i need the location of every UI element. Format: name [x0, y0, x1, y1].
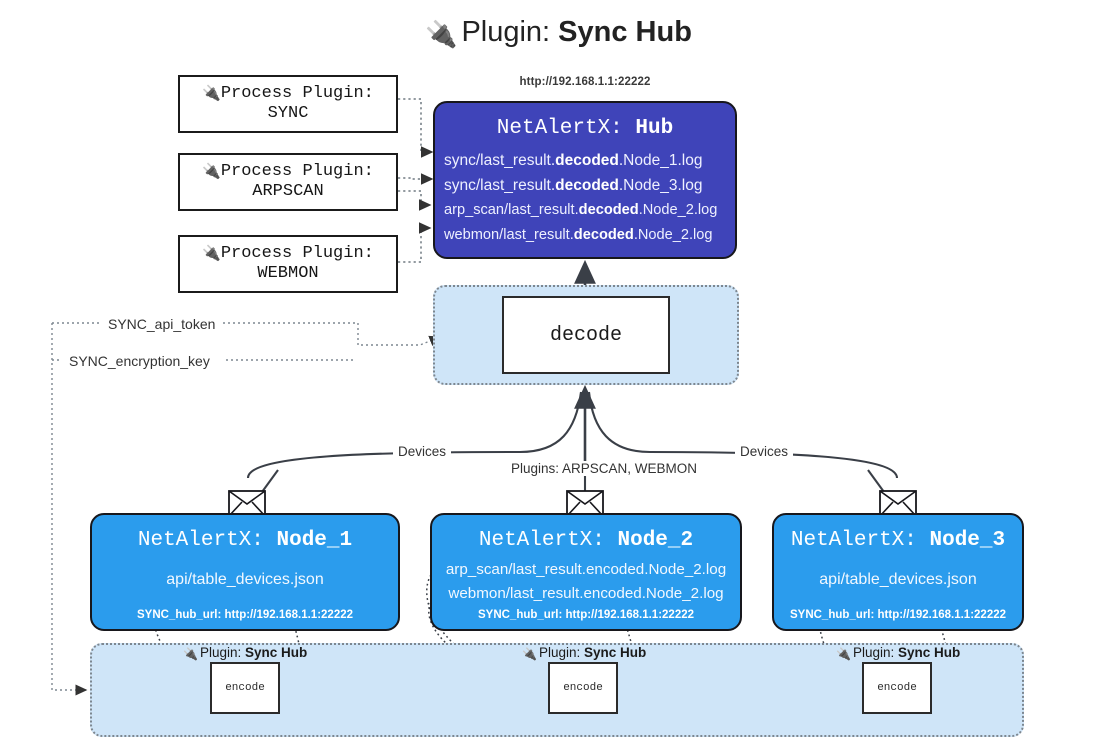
- encode-box-node-2[interactable]: encode: [548, 662, 618, 714]
- hub-title: NetAlertX: Hub: [435, 117, 735, 140]
- node-hub-url: SYNC_hub_url: http://192.168.1.1:22222: [477, 609, 695, 621]
- node-1[interactable]: NetAlertX: Node_1 api/table_devices.json…: [90, 513, 400, 631]
- node-2[interactable]: NetAlertX: Node_2 arp_scan/last_result.e…: [430, 513, 742, 631]
- process-plugin-arpscan[interactable]: 🔌Process Plugin: ARPSCAN: [178, 153, 398, 211]
- node-line: webmon/last_result.encoded.Node_2.log: [448, 585, 724, 602]
- process-plugin-caption: 🔌Process Plugin:: [202, 243, 374, 263]
- page-title-prefix: Plugin:: [461, 16, 551, 48]
- hub-title-name: Hub: [635, 117, 674, 140]
- hub-log-line: arp_scan/last_result.decoded.Node_2.log: [444, 202, 718, 218]
- node-line: arp_scan/last_result.encoded.Node_2.log: [445, 561, 727, 578]
- process-plugin-name: ARPSCAN: [252, 182, 324, 201]
- page-title-name: Sync Hub: [558, 16, 692, 48]
- decode-box[interactable]: decode: [502, 296, 670, 374]
- node-title: NetAlertX: Node_2: [478, 529, 694, 552]
- node-hub-url: SYNC_hub_url: http://192.168.1.1:22222: [136, 609, 354, 621]
- encoder-caption: 🔌Plugin: Sync Hub: [522, 645, 647, 661]
- process-plugin-name: WEBMON: [257, 264, 319, 283]
- plug-icon: 🔌: [202, 161, 221, 180]
- node-line: api/table_devices.json: [819, 571, 977, 588]
- plug-icon: 🔌: [183, 647, 198, 661]
- hub-node[interactable]: NetAlertX: Hub sync/last_result.decoded.…: [433, 101, 737, 259]
- plug-icon: 🔌: [202, 83, 221, 102]
- plug-icon: 🔌: [522, 647, 537, 661]
- hub-log-line: sync/last_result.decoded.Node_3.log: [444, 177, 703, 194]
- node-line-list: arp_scan/last_result.encoded.Node_2.log …: [432, 558, 740, 606]
- node-hub-url: SYNC_hub_url: http://192.168.1.1:22222: [789, 609, 1007, 621]
- hub-url-label: http://192.168.1.1:22222: [519, 76, 651, 88]
- node-line-list: api/table_devices.json: [92, 568, 398, 592]
- hub-log-list: sync/last_result.decoded.Node_1.log sync…: [435, 148, 735, 248]
- encoder-caption: 🔌Plugin: Sync Hub: [183, 645, 308, 661]
- node-line-list: api/table_devices.json: [774, 568, 1022, 592]
- hub-log-line: webmon/last_result.decoded.Node_2.log: [444, 227, 713, 243]
- plug-icon: 🔌: [202, 243, 221, 262]
- node-3[interactable]: NetAlertX: Node_3 api/table_devices.json…: [772, 513, 1024, 631]
- sync-encryption-key-label: SYNC_encryption_key: [64, 353, 215, 369]
- page-title: 🔌Plugin: Sync Hub: [0, 16, 1117, 50]
- process-plugin-caption: 🔌Process Plugin:: [202, 83, 374, 103]
- encode-box-node-1[interactable]: encode: [210, 662, 280, 714]
- hub-log-line: sync/last_result.decoded.Node_1.log: [444, 152, 703, 169]
- plug-icon: 🔌: [425, 20, 458, 50]
- plug-icon: 🔌: [836, 647, 851, 661]
- edge-label-plugins: Plugins: ARPSCAN, WEBMON: [506, 461, 703, 476]
- process-plugin-name: SYNC: [267, 104, 309, 123]
- process-plugin-webmon[interactable]: 🔌Process Plugin: WEBMON: [178, 235, 398, 293]
- sync-api-token-label: SYNC_api_token: [103, 316, 221, 332]
- node-title: NetAlertX: Node_3: [790, 529, 1006, 552]
- process-plugin-sync[interactable]: 🔌Process Plugin: SYNC: [178, 75, 398, 133]
- node-line: api/table_devices.json: [166, 571, 324, 588]
- encoder-caption: 🔌Plugin: Sync Hub: [836, 645, 961, 661]
- edge-label-devices-left: Devices: [393, 444, 452, 459]
- edge-label-devices-right: Devices: [735, 444, 794, 459]
- encode-box-node-3[interactable]: encode: [862, 662, 932, 714]
- hub-title-prefix: NetAlertX:: [496, 117, 623, 140]
- process-plugin-caption: 🔌Process Plugin:: [202, 161, 374, 181]
- node-title: NetAlertX: Node_1: [137, 529, 353, 552]
